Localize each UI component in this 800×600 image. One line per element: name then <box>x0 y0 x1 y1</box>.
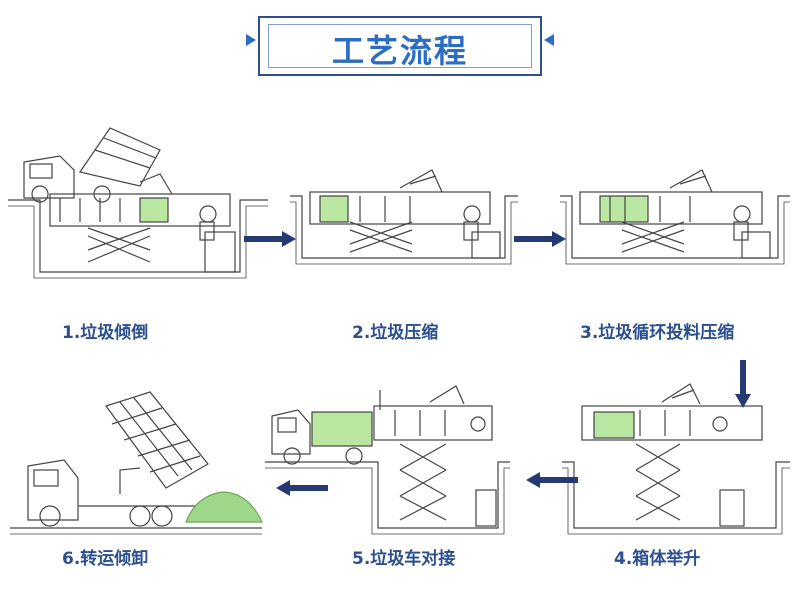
step5-caption: 5.垃圾车对接 <box>352 549 456 569</box>
step2-caption: 2.垃圾压缩 <box>352 323 439 343</box>
title-banner-inner-frame <box>268 24 532 68</box>
step2-illustration <box>290 169 518 265</box>
arrow-step1-to-step2 <box>244 231 296 247</box>
step3-illustration <box>560 169 790 265</box>
page-title: 工艺流程 <box>331 32 468 70</box>
step1-illustration <box>8 127 268 279</box>
step6-caption: 6.转运倾卸 <box>62 549 149 569</box>
step1-caption: 1.垃圾倾倒 <box>62 323 149 343</box>
step6-illustration <box>10 391 263 535</box>
banner-left-triangle-icon <box>246 34 256 46</box>
arrow-step5-to-step6 <box>276 480 328 496</box>
title-banner: 工艺流程 <box>258 16 542 76</box>
arrow-step2-to-step3 <box>514 231 566 247</box>
step5-illustration <box>265 385 510 535</box>
step3-caption: 3.垃圾循环投料压缩 <box>580 323 735 343</box>
arrow-step4-to-step5 <box>526 472 578 488</box>
arrow-step3-to-step4 <box>735 360 751 408</box>
banner-right-triangle-icon <box>544 34 554 46</box>
step4-caption: 4.箱体举升 <box>614 549 701 569</box>
step4-illustration <box>562 383 790 535</box>
